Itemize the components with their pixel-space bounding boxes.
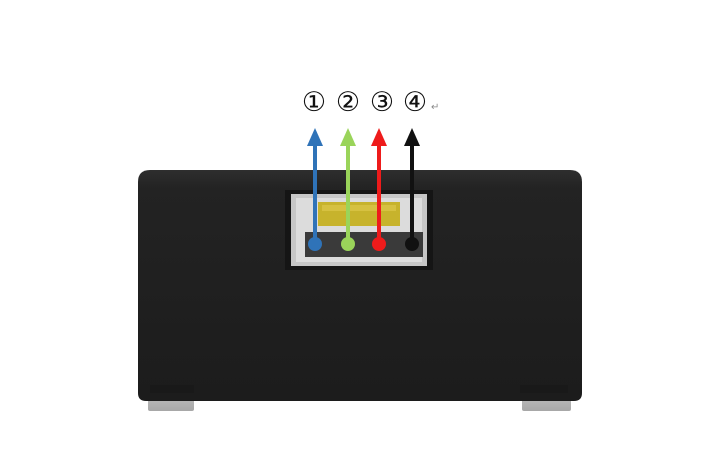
pin-4-contact-dot [405,237,419,251]
device-foot-shadow-right [520,385,568,393]
pin-arrows [307,128,420,251]
pin-2-arrow-head [340,128,356,146]
pin-2-arrow [340,128,356,251]
usb-port-cavity [305,232,423,257]
pin-3-contact-dot [372,237,386,251]
pin-1-arrow [307,128,323,251]
pin-4-arrow [404,128,420,251]
pin-3-arrow-head [371,128,387,146]
pin-1-contact-dot [308,237,322,251]
pin-2-label: ② [335,87,361,118]
pin-4-label: ④ [402,87,428,118]
pin-1-label: ① [301,87,327,118]
pin-4-arrow-head [404,128,420,146]
device-body [138,170,582,401]
pin-3-label: ③ [369,87,395,118]
return-mark-glyph: ↵ [431,102,440,113]
pin-2-contact-dot [341,237,355,251]
pin-3-arrow [371,128,387,251]
usb-port-tongue-highlight [322,205,396,211]
device-foot-shadow-left [150,385,194,393]
pin-1-arrow-head [307,128,323,146]
